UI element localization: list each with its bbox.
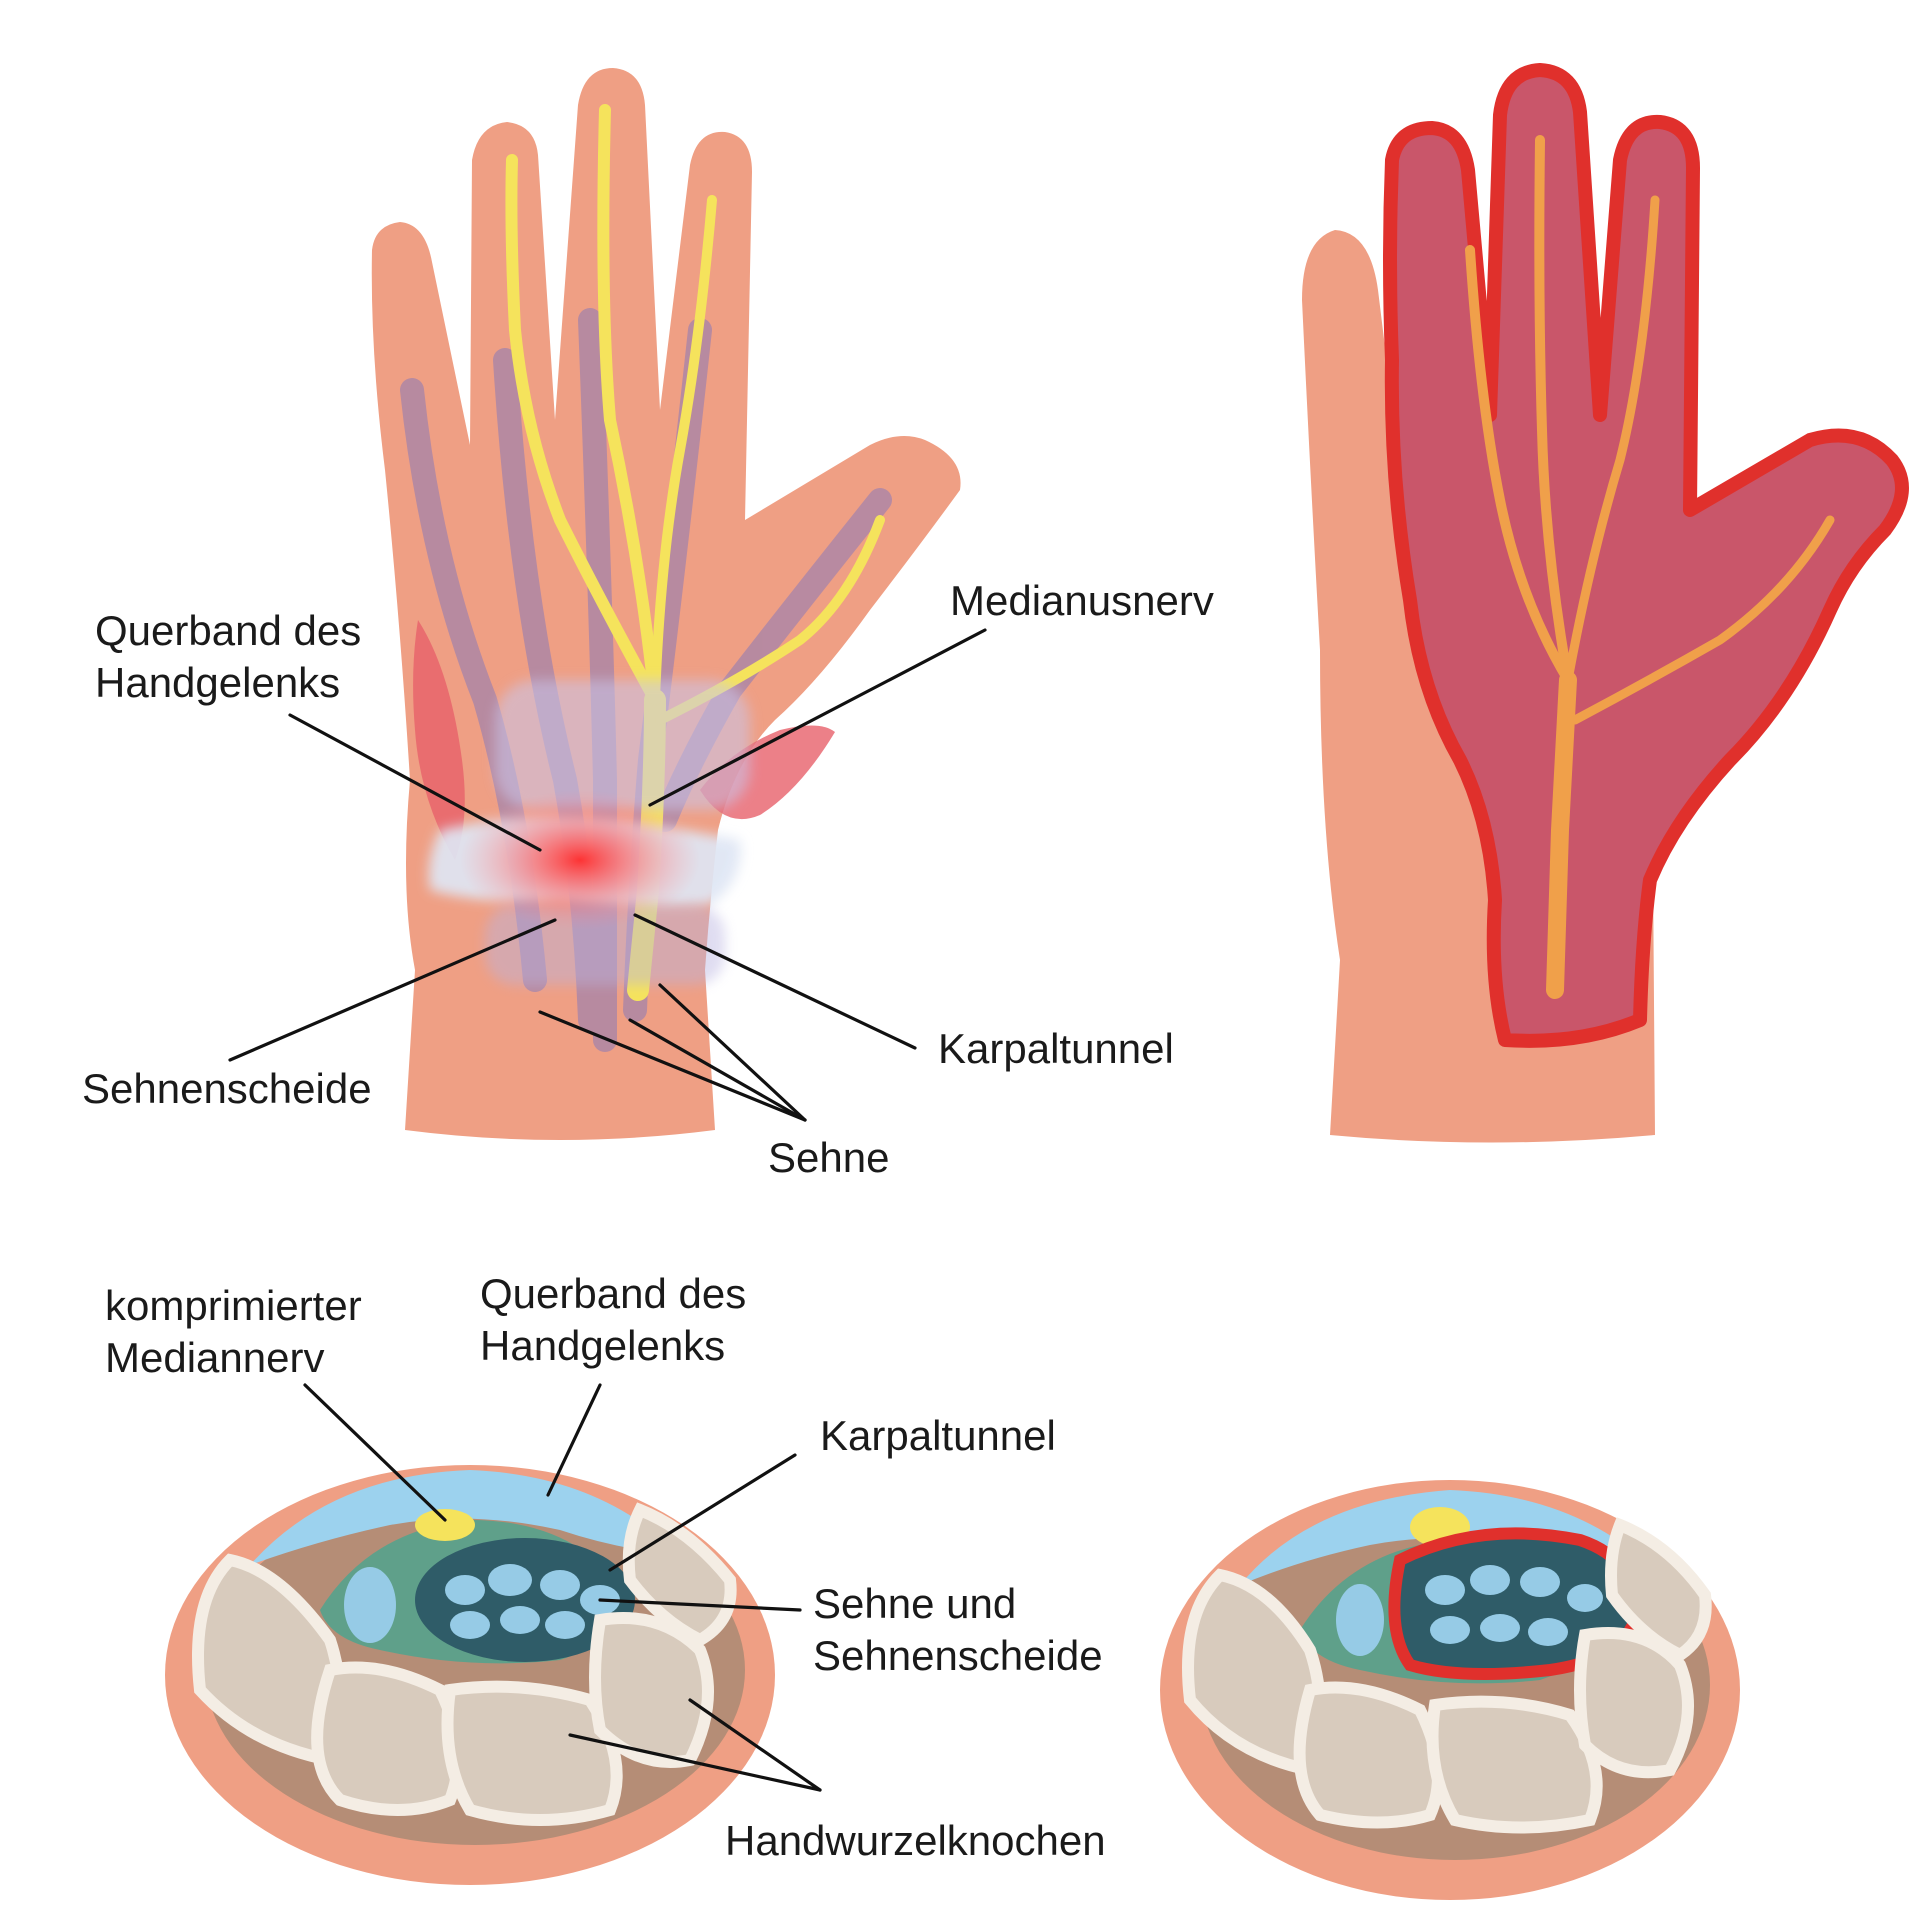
label-sehne-und-sehnenscheide: Sehne und Sehnenscheide	[813, 1580, 1103, 1679]
label-karpaltunnel: Karpaltunnel	[938, 1025, 1174, 1072]
cross-section-normal	[165, 1465, 775, 1885]
label-querband: Querband des Handgelenks	[95, 607, 373, 706]
carpal-bones-right	[1182, 1517, 1712, 1834]
top-left-labels: Querband des Handgelenks Medianusnerv Se…	[82, 577, 1214, 1181]
top-left-leader-lines	[228, 628, 987, 1122]
label-karpaltunnel-bottom: Karpaltunnel	[820, 1412, 1056, 1459]
thenar-muscle-left	[413, 620, 465, 860]
label-sehnenscheide: Sehnenscheide	[82, 1065, 372, 1112]
label-komprimierter-mediannerv: komprimierter Mediannerv	[105, 1282, 373, 1381]
label-querband-bottom: Querband des Handgelenks	[480, 1270, 758, 1369]
bottom-left-leader-lines	[303, 1383, 822, 1792]
inflamed-nerve	[1465, 135, 1835, 999]
inflamed-region	[1383, 63, 1909, 1048]
hand-anatomy-illustration	[371, 68, 961, 1140]
ligament-top	[495, 680, 750, 810]
cross-section-inflamed	[1160, 1480, 1740, 1900]
bottom-left-labels: komprimierter Mediannerv Querband des Ha…	[105, 1270, 1106, 1864]
label-medianusnerv: Medianusnerv	[950, 577, 1214, 624]
inflamed-hand-illustration	[1302, 63, 1909, 1143]
pain-hotspot	[460, 790, 700, 930]
compressed-nerve-left	[415, 1509, 475, 1541]
tendon-sections-right	[1336, 1565, 1603, 1656]
label-handwurzelknochen: Handwurzelknochen	[725, 1817, 1106, 1864]
label-sehne: Sehne	[768, 1134, 889, 1181]
